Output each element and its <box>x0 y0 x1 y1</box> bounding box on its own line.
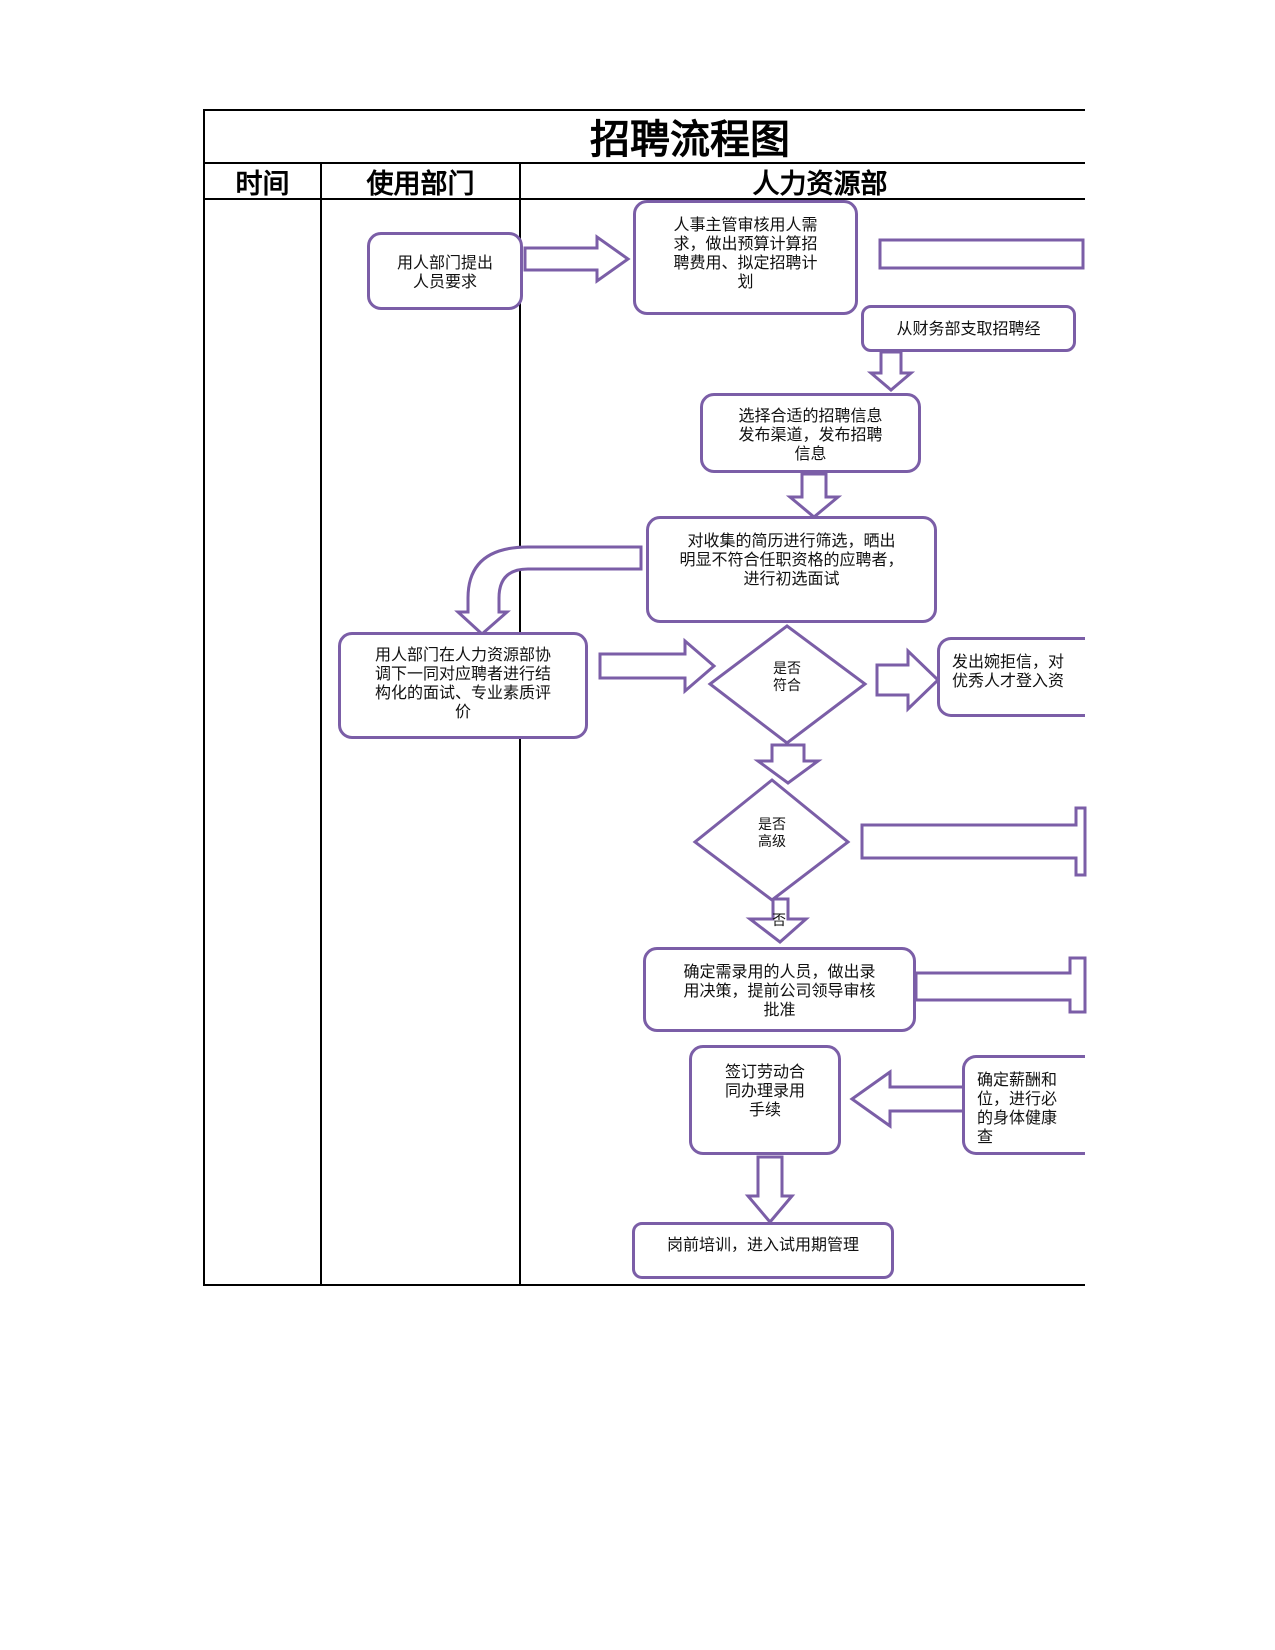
step-interview: 用人部门在人力资源部协 调下一同对应聘者进行结 构化的面试、专业素质评 价 <box>338 632 588 739</box>
arrow-publish-to-screen <box>785 472 843 519</box>
step-reject: 发出婉拒信，对 优秀人才登入资 <box>937 637 1085 717</box>
arrow-decision-to-reject <box>875 647 941 713</box>
arrow-request-to-review <box>523 234 631 284</box>
arrow-screen-to-interview <box>454 545 643 637</box>
column-header-hr-dept: 人力资源部 <box>752 168 888 200</box>
arrow-senior-to-right <box>860 806 1087 877</box>
arrow-review-to-right <box>878 238 1085 270</box>
step-hire-decision: 确定需录用的人员，做出录 用决策，提前公司领导审核 批准 <box>643 947 916 1032</box>
step-finance: 从财务部支取招聘经 <box>861 305 1076 352</box>
step-review: 人事主管审核用人需 求，做出预算计算招 聘费用、拟定招聘计 划 <box>633 200 858 315</box>
arrow-contract-to-training <box>744 1155 796 1225</box>
step-training: 岗前培训，进入试用期管理 <box>632 1222 894 1279</box>
decision-senior-diamond <box>692 778 851 902</box>
step-publish: 选择合适的招聘信息 发布渠道，发布招聘 信息 <box>700 393 921 473</box>
decision-senior-label: 是否 高级 <box>758 817 786 850</box>
decision-fit-diamond <box>707 624 868 745</box>
step-screen: 对收集的简历进行筛选，晒出 明显不符合任职资格的应聘者， 进行初选面试 <box>646 516 937 623</box>
step-request: 用人部门提出 人员要求 <box>367 232 523 310</box>
step-contract: 签订劳动合 同办理录用 手续 <box>689 1045 841 1155</box>
step-salary: 确定薪酬和 位，进行必 的身体健康 查 <box>962 1055 1085 1155</box>
arrow-salary-to-contract <box>849 1069 975 1129</box>
arrow-finance-to-publish <box>866 350 916 392</box>
arrow-fit-to-senior <box>753 743 823 785</box>
branch-no-label: 否 <box>772 913 786 929</box>
page-title: 招聘流程图 <box>590 117 790 163</box>
arrow-interview-to-decision <box>598 637 717 695</box>
arrow-hire-to-right <box>914 956 1087 1014</box>
column-header-user-dept: 使用部门 <box>366 168 475 200</box>
column-header-time: 时间 <box>235 168 290 200</box>
decision-fit-label: 是否 符合 <box>773 661 801 694</box>
arrow-senior-to-hire <box>745 897 810 944</box>
